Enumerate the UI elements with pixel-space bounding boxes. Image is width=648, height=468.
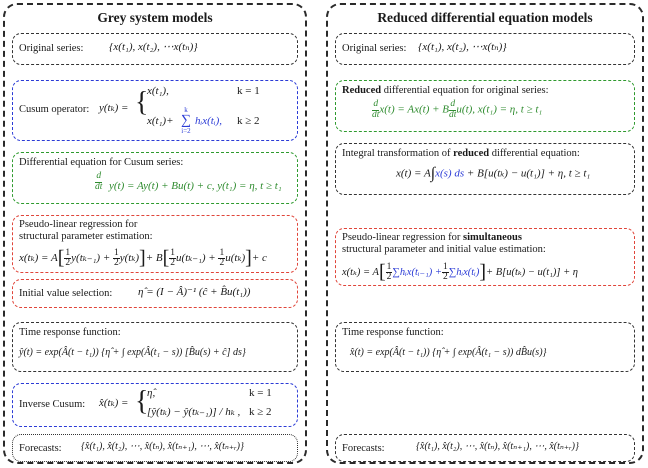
pseudo-linear-box: Pseudo-linear regression for structural … [12, 215, 298, 273]
forecasts-expr: {x̂(t₁), x̂(t₂), ⋯, x̂(tₙ), x̂(tₙ₊₁), ⋯,… [416, 441, 579, 452]
time-response-expr: ŷ(t) = exp(Â(t − t₁)) {η̂ + ∫ exp(Â(t₁ −… [19, 347, 246, 358]
sum-lower: i=2 [181, 127, 191, 135]
panel-title: Grey system models [97, 10, 213, 25]
forecasts-label: Forecasts: [342, 443, 385, 454]
initial-label: Initial value selection: [19, 288, 113, 299]
simul-label-2: structural parameter and initial value e… [342, 244, 546, 255]
inverse-cond1: k = 1 [249, 387, 272, 399]
cusum-lhs: y(tₖ) = [99, 102, 129, 114]
inverse-cusum-box: Inverse Cusum: x̂(tₖ) = { η̂, k = 1 [ŷ(t… [12, 383, 298, 427]
inverse-lhs: x̂(tₖ) = [99, 397, 129, 409]
forecasts-box: Forecasts: {x̂(t₁), x̂(t₂), ⋯, x̂(tₙ), x… [335, 434, 635, 462]
simultaneous-regression-box: Pseudo-linear regression for simultaneou… [335, 228, 635, 286]
original-series-label: Original series: [342, 43, 407, 54]
diff-eq-box: Differential equation for Cusum series: … [12, 152, 298, 204]
forecasts-box: Forecasts: {x̂(t₁), x̂(t₂), ⋯, x̂(tₙ), x… [12, 434, 298, 462]
cusum-cond2: k ≥ 2 [237, 115, 260, 127]
panel-title: Reduced differential equation models [377, 10, 593, 25]
sum-upper: k [184, 106, 188, 114]
time-response-label: Time response function: [19, 327, 121, 338]
cusum-case2b: hᵢx(tᵢ), [195, 115, 222, 127]
original-series-box: Original series: {x(t₁), x(t₂), ⋯x(tₙ)} [12, 33, 298, 65]
sum-sigma: ∑ [181, 113, 191, 128]
initial-value-box: Initial value selection: η̂ = (I − Â)⁻¹ … [12, 279, 298, 308]
original-series-expr: {x(t₁), x(t₂), ⋯x(tₙ)} [418, 41, 507, 53]
grey-system-panel: Grey system models Original series: {x(t… [3, 3, 307, 464]
initial-expr: η̂ = (I − Â)⁻¹ (ĉ + B̂u(t₁)) [138, 286, 251, 298]
reduced-label: Reduced differential equation for origin… [342, 85, 549, 96]
integral-expr: x(t) = A∫x(s) ds + B[u(tₖ) − u(t₁)] + η,… [396, 165, 591, 182]
cusum-sum: k ∑ i=2 [181, 107, 191, 135]
inverse-cond2: k ≥ 2 [249, 406, 272, 418]
time-response-box: Time response function: x̂(t) = exp(Â(t … [335, 322, 635, 372]
integral-transform-box: Integral transformation of reduced diffe… [335, 143, 635, 195]
time-response-label: Time response function: [342, 327, 444, 338]
time-response-box: Time response function: ŷ(t) = exp(Â(t −… [12, 322, 298, 372]
inverse-brace: { [135, 386, 149, 417]
cusum-cond1: k = 1 [237, 85, 260, 97]
integral-label: Integral transformation of reduced diffe… [342, 148, 580, 159]
cusum-operator-box: Cusum operator: y(tₖ) = { x(t₁), k = 1 x… [12, 80, 298, 141]
inverse-label: Inverse Cusum: [19, 399, 86, 410]
original-series-box: Original series: {x(t₁), x(t₂), ⋯x(tₙ)} [335, 33, 635, 65]
cusum-brace: { [135, 87, 149, 118]
time-response-expr: x̂(t) = exp(Â(t − t₁)) {η̂ + ∫ exp(Â(t₁ … [350, 347, 547, 358]
cusum-case2a: x(t₁)+ [147, 115, 174, 127]
original-series-expr: {x(t₁), x(t₂), ⋯x(tₙ)} [109, 41, 198, 53]
forecasts-expr: {x̂(t₁), x̂(t₂), ⋯, x̂(tₙ), x̂(tₙ₊₁), ⋯,… [81, 441, 244, 452]
inverse-case2: [ŷ(tₖ) − ŷ(tₖ₋₁)] / hₖ , [147, 406, 241, 418]
reduced-diff-eq-box: Reduced differential equation for origin… [335, 80, 635, 132]
inverse-case1: η̂, [147, 387, 156, 399]
original-series-label: Original series: [19, 43, 84, 54]
cusum-label: Cusum operator: [19, 104, 90, 115]
diff-eq-expr: y(t) = Ay(t) + Bu(t) + c, y(t₁) = η, t ≥… [109, 180, 282, 192]
forecasts-label: Forecasts: [19, 443, 62, 454]
diff-eq-label: Differential equation for Cusum series: [19, 157, 184, 168]
pseudo-label-1: Pseudo-linear regression for [19, 219, 138, 230]
reduced-model-panel: Reduced differential equation models Ori… [326, 3, 644, 464]
cusum-case1: x(t₁), [147, 85, 169, 97]
simul-label-1: Pseudo-linear regression for simultaneou… [342, 232, 522, 243]
pseudo-label-2: structural parameter estimation: [19, 231, 153, 242]
